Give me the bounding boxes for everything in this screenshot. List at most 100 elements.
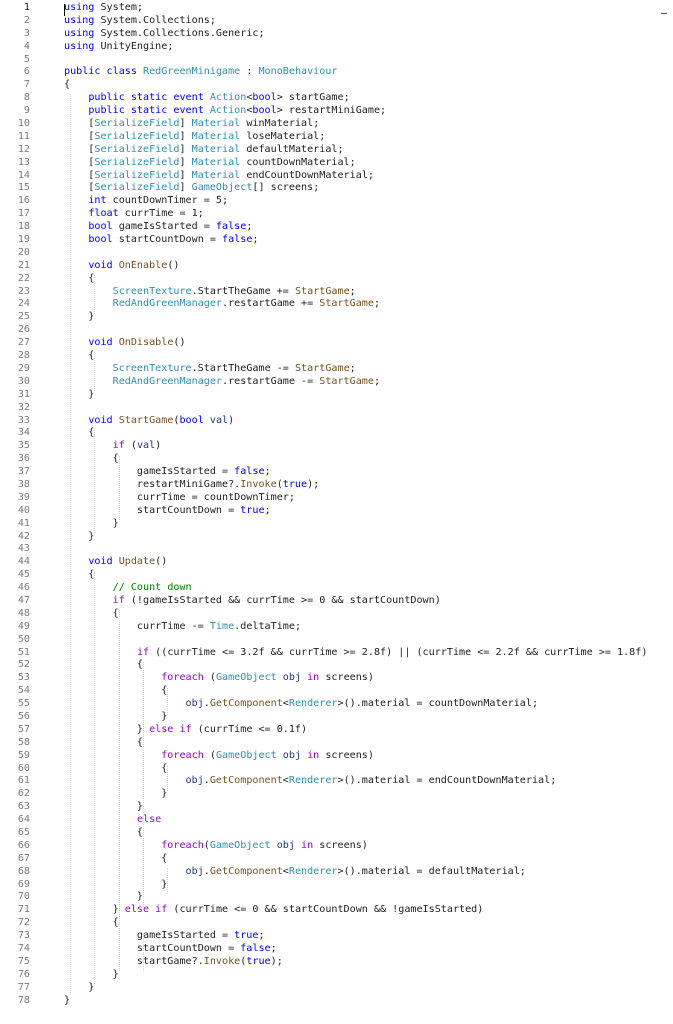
code-line[interactable]: 19 bool startCountDown = false;	[0, 234, 673, 247]
code-line[interactable]: 43	[0, 543, 673, 556]
code-line[interactable]: 16 int countDownTimer = 5;	[0, 195, 673, 208]
code-line[interactable]: 65 {	[0, 827, 673, 840]
code-token: }	[64, 878, 168, 890]
code-line[interactable]: 34 {	[0, 427, 673, 440]
code-line[interactable]: 55 obj.GetComponent<Renderer>().material…	[0, 698, 673, 711]
code-token: else	[136, 814, 162, 826]
code-line[interactable]: 14 [SerializeField] Material endCountDow…	[0, 170, 673, 183]
code-line[interactable]: 78}	[0, 995, 673, 1008]
code-line[interactable]: 37 gameIsStarted = false;	[0, 466, 673, 479]
code-text: startCountDown = false;	[64, 943, 277, 956]
code-line[interactable]: 15 [SerializeField] GameObject[] screens…	[0, 182, 673, 195]
code-token: if	[112, 440, 125, 452]
code-token: Update	[118, 556, 156, 568]
code-line[interactable]: 54 {	[0, 685, 673, 698]
code-line[interactable]: 26	[0, 324, 673, 337]
code-line[interactable]: 42 }	[0, 531, 673, 544]
line-number: 54	[17, 685, 30, 697]
code-line[interactable]: 73 gameIsStarted = true;	[0, 930, 673, 943]
code-line[interactable]: 35 if (val)	[0, 440, 673, 453]
code-line[interactable]: 77 }	[0, 982, 673, 995]
code-line[interactable]: 58 {	[0, 737, 673, 750]
code-line[interactable]: 22 {	[0, 273, 673, 286]
code-line[interactable]: 62 }	[0, 788, 673, 801]
code-line[interactable]: 60 {	[0, 763, 673, 776]
code-line[interactable]: 68 obj.GetComponent<Renderer>().material…	[0, 866, 673, 879]
code-line[interactable]: 13 [SerializeField] Material countDownMa…	[0, 157, 673, 170]
code-line[interactable]: 70 }	[0, 891, 673, 904]
code-line[interactable]: 32	[0, 402, 673, 415]
code-line[interactable]: 69 }	[0, 879, 673, 892]
code-token: obj	[185, 698, 204, 710]
code-line[interactable]: 53 foreach (GameObject obj in screens)	[0, 672, 673, 685]
code-line[interactable]: 44 void Update()	[0, 556, 673, 569]
code-line[interactable]: 72 {	[0, 917, 673, 930]
code-line[interactable]: 57 } else if (currTime <= 0.1f)	[0, 724, 673, 737]
code-line[interactable]: 67 {	[0, 853, 673, 866]
code-line[interactable]: 40 startCountDown = true;	[0, 505, 673, 518]
code-line[interactable]: 29 ScreenTexture.StartTheGame -= StartGa…	[0, 363, 673, 376]
code-line[interactable]: 71 } else if (currTime <= 0 && startCoun…	[0, 904, 673, 917]
code-line[interactable]: 27 void OnDisable()	[0, 337, 673, 350]
code-line[interactable]: 47 if (!gameIsStarted && currTime >= 0 &…	[0, 595, 673, 608]
code-line[interactable]: 61 obj.GetComponent<Renderer>().material…	[0, 775, 673, 788]
code-line[interactable]: 9 public static event Action<bool> resta…	[0, 105, 673, 118]
code-line[interactable]: 7{	[0, 79, 673, 92]
scrollbar-marker[interactable]	[661, 13, 667, 14]
code-line[interactable]: 46 // Count down	[0, 582, 673, 595]
code-text: using UnityEngine;	[64, 41, 173, 54]
code-line[interactable]: 24 RedAndGreenManager.restartGame += Sta…	[0, 298, 673, 311]
code-line[interactable]: 48 {	[0, 608, 673, 621]
code-line[interactable]: 18 bool gameIsStarted = false;	[0, 221, 673, 234]
code-token: Renderer	[288, 865, 338, 877]
code-line[interactable]: 76 }	[0, 969, 673, 982]
code-line[interactable]: 25 }	[0, 311, 673, 324]
code-line[interactable]: 56 }	[0, 711, 673, 724]
code-line[interactable]: 59 foreach (GameObject obj in screens)	[0, 750, 673, 763]
code-token: .deltaTime;	[234, 620, 302, 632]
code-line[interactable]: 17 float currTime = 1;	[0, 208, 673, 221]
code-text: void OnEnable()	[64, 260, 179, 273]
code-line[interactable]: 11 [SerializeField] Material loseMateria…	[0, 131, 673, 144]
code-line[interactable]: 49 currTime -= Time.deltaTime;	[0, 621, 673, 634]
code-line[interactable]: 21 void OnEnable()	[0, 260, 673, 273]
code-line[interactable]: 30 RedAndGreenManager.restartGame -= Sta…	[0, 376, 673, 389]
code-line[interactable]: 41 }	[0, 518, 673, 531]
code-line[interactable]: 66 foreach(GameObject obj in screens)	[0, 840, 673, 853]
code-token	[64, 440, 113, 451]
code-text: void StartGame(bool val)	[64, 415, 234, 428]
code-line[interactable]: 28 {	[0, 350, 673, 363]
code-line[interactable]: 31 }	[0, 389, 673, 402]
line-number: 64	[17, 814, 30, 826]
code-line[interactable]: 10 [SerializeField] Material winMaterial…	[0, 118, 673, 131]
code-token: val	[136, 440, 156, 452]
code-line[interactable]: 39 currTime = countDownTimer;	[0, 492, 673, 505]
code-line[interactable]: 12 [SerializeField] Material defaultMate…	[0, 144, 673, 157]
code-line[interactable]: 50	[0, 634, 673, 647]
code-line[interactable]: 8 public static event Action<bool> start…	[0, 92, 673, 105]
code-line[interactable]: 63 }	[0, 801, 673, 814]
code-line[interactable]: 52 {	[0, 659, 673, 672]
code-line[interactable]: 74 startCountDown = false;	[0, 943, 673, 956]
code-token: bool	[88, 221, 113, 233]
code-line[interactable]: 45 {	[0, 569, 673, 582]
code-text: public static event Action<bool> restart…	[64, 105, 386, 118]
code-token: {	[64, 350, 95, 362]
code-line[interactable]: 38 restartMiniGame?.Invoke(true);	[0, 479, 673, 492]
code-line[interactable]: 5	[0, 54, 673, 67]
code-line[interactable]: 20	[0, 247, 673, 260]
code-line[interactable]: 64 else	[0, 814, 673, 827]
code-line[interactable]: 51 if ((currTime <= 3.2f && currTime >= …	[0, 647, 673, 660]
code-line[interactable]: 33 void StartGame(bool val)	[0, 415, 673, 428]
code-line[interactable]: 36 {	[0, 453, 673, 466]
code-line[interactable]: 23 ScreenTexture.StartTheGame += StartGa…	[0, 286, 673, 299]
code-line[interactable]: 75 startGame?.Invoke(true);	[0, 956, 673, 969]
code-token: bool	[88, 234, 113, 246]
code-text: {	[64, 917, 119, 930]
